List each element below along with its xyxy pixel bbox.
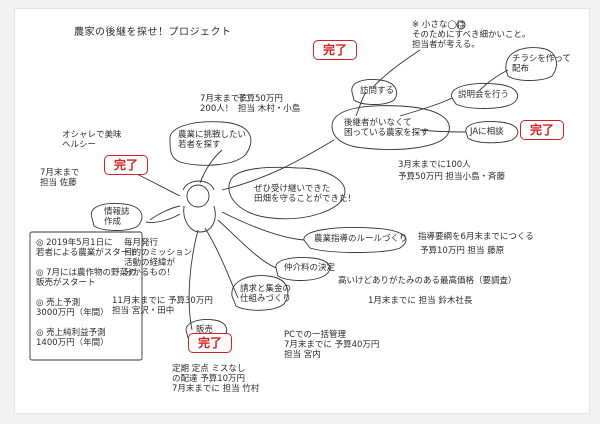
young-label: 農業に挑戦したい 若者を探す: [178, 130, 247, 150]
billing-label: 請求と集金の 仕組みづくり: [240, 284, 292, 304]
young-note: 7月末までに 200人！: [200, 94, 248, 114]
briefing-label: 説明会を行う: [458, 90, 510, 100]
visit-label: 訪問する: [360, 86, 395, 96]
link-rules: [221, 211, 305, 241]
farmers-bubble: [331, 105, 450, 150]
rules-budget: 予算10万円 担当 藤原: [420, 246, 505, 256]
done-stamp-sales: 完了: [188, 333, 232, 353]
magazine-budget: 11月末までに 予算30万円 担当 宮沢・田中: [112, 296, 213, 316]
done-stamp-healthy: 完了: [104, 155, 148, 175]
farmer-body: [183, 205, 216, 233]
sales-note: 定期 定点 ミスなし の配達 予算10万円 7月末までに 担当 竹村: [172, 364, 260, 394]
link-farmers: [221, 139, 335, 191]
healthy-label: オシャレで美味 ヘルシー: [62, 130, 122, 150]
farmers-note: 3月末までに100人: [398, 160, 471, 170]
link-young: [199, 149, 223, 184]
farmer-head: [186, 184, 210, 208]
fee-note: 高いけどありがたみのある最高価格（要調査）: [338, 276, 517, 286]
plan-item-2: ◎ 7月には農作物の野菜の 販売がスタート: [36, 268, 137, 288]
flyer-label: チラシを作って 配布: [512, 54, 571, 74]
plan-item-4: ◎ 売上純利益予測 1400万円（年間）: [36, 328, 109, 348]
magazine-bubble: [90, 203, 143, 231]
plan-item-3: ◎ 売上予測 3000万円（年間）: [36, 298, 109, 318]
farmers-label: 後継者がいなくて 困っている農家を探す: [344, 118, 429, 138]
visit-bubble: [351, 79, 398, 105]
visit-note: ※ 小さな◯は そのためにすべき細かいこと。 担当者が考える。: [412, 20, 531, 50]
young-bubble: [169, 121, 252, 166]
billing-bubble: [231, 275, 289, 311]
farmers-budget: 予算50万円 担当小島・斉藤: [398, 172, 506, 182]
center-text: ぜひ受け継いできた 田畑を守ることができた！: [254, 184, 357, 204]
fee-bubble: [275, 257, 331, 281]
ja-label: JAに相談: [470, 127, 504, 137]
sales-label: 販売: [196, 325, 214, 335]
ja-bubble: [465, 121, 519, 144]
link-plan: [149, 205, 181, 221]
link-ja: [419, 129, 467, 133]
plan-box: [29, 231, 143, 361]
link-visit: [355, 91, 367, 117]
page-title: 農家の後継を探せ！プロジェクト: [74, 27, 232, 38]
briefing-bubble: [451, 83, 519, 109]
rules-label: 農業指導のルールづくり: [314, 234, 408, 244]
link-flyer: [479, 69, 509, 91]
link-magazine: [145, 213, 181, 223]
young-budget: 予算50万円 担当 木村・小島: [238, 94, 301, 114]
flyer-bubble: [505, 47, 557, 81]
link-sales: [188, 229, 199, 331]
rules-note: 指導要綱を6月末までにつくる: [418, 232, 534, 242]
done-stamp-ja: 完了: [520, 120, 564, 140]
paper-sheet: [14, 8, 590, 414]
plan-item-1: ◎ 2019年5月1日に 若者による農業がスタート: [36, 238, 138, 258]
done-stamp-visit: 完了: [313, 40, 357, 60]
center-bubble: [228, 166, 346, 220]
link-billing: [204, 227, 239, 299]
link-briefing: [399, 97, 453, 117]
farmer-hat: [182, 180, 215, 191]
small-circle-icon: [456, 20, 466, 30]
billing-note: PCでの一括管理 7月末までに 予算40万円 担当 宮内: [284, 330, 380, 360]
healthy-budget: 7月末まで 担当 佐藤: [40, 168, 80, 188]
magazine-note: 毎月発行 目的のミッション 活動の経緯が 分かるもの！: [124, 238, 193, 278]
fee-budget: 1月末までに 担当 鈴木社長: [368, 296, 473, 306]
rules-bubble: [303, 227, 407, 253]
fee-label: 仲介料の決定: [284, 263, 336, 273]
link-fee: [217, 219, 277, 269]
magazine-label: 情報誌 作成: [104, 207, 130, 227]
link-visit-note: [373, 49, 421, 87]
